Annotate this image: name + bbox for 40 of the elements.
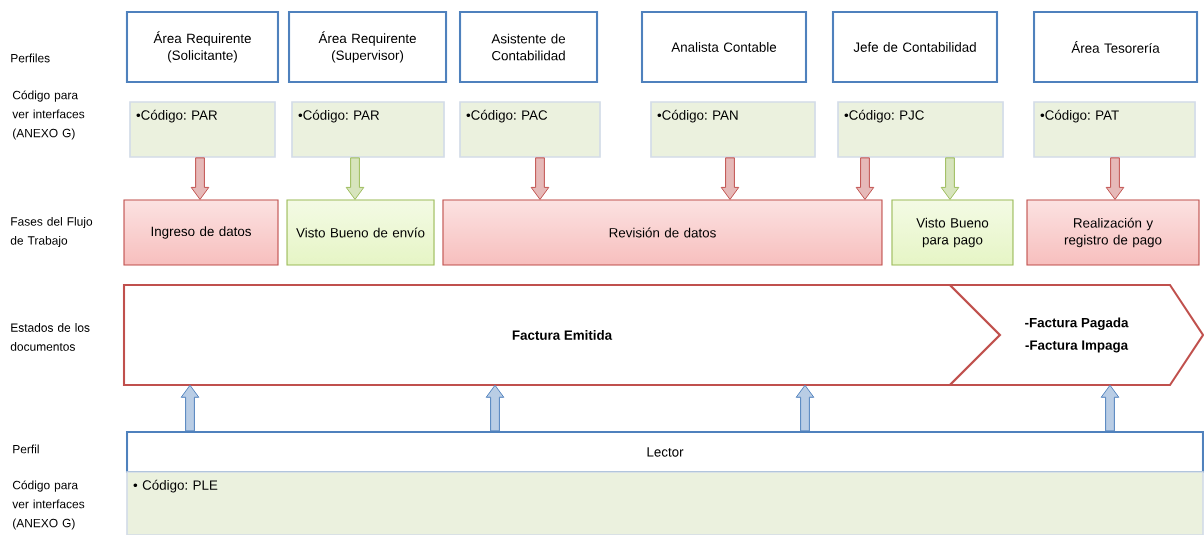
phase-box: Revisión de datos xyxy=(442,199,883,266)
code-box: • Código: PLE xyxy=(126,471,1204,535)
profile-box: Analista Contable xyxy=(640,10,808,84)
block-arrow xyxy=(1105,157,1125,200)
block-arrow xyxy=(1100,384,1120,432)
phase-box: Realización y registro de pago xyxy=(1026,199,1200,266)
code-box: •Código: PAR xyxy=(129,101,276,158)
block-arrow xyxy=(180,384,200,432)
profile-box: Área Requirente (Supervisor) xyxy=(287,10,448,84)
block-arrow xyxy=(940,157,960,200)
node-label: -Factura Impaga xyxy=(1025,340,1129,353)
code-box: •Código: PAN xyxy=(650,101,816,158)
block-arrow xyxy=(530,157,550,200)
row-label: Código para ver interfaces (ANEXO G) xyxy=(12,480,85,530)
block-arrow xyxy=(720,157,740,200)
row-label: Perfiles xyxy=(11,53,50,63)
row-label: Estados de los documentos xyxy=(10,323,90,351)
phase-box: Ingreso de datos xyxy=(123,199,279,266)
phase-box: Visto Bueno de envío xyxy=(286,199,435,266)
status-banner: Factura Emitida xyxy=(122,283,1002,387)
profile-box: Lector xyxy=(125,430,1204,474)
phase-box: Visto Bueno para pago xyxy=(891,199,1014,266)
block-arrow xyxy=(855,157,875,200)
status-chevron-banner: -Factura Pagada -Factura Impaga xyxy=(947,283,1204,387)
block-arrow xyxy=(345,157,365,200)
profile-box: Área Tesorería xyxy=(1032,10,1199,84)
code-box: •Código: PAC xyxy=(459,101,601,158)
profile-box: Jefe de Contabilidad xyxy=(831,10,999,84)
code-box: •Código: PAR xyxy=(291,101,445,158)
block-arrow xyxy=(795,384,815,432)
profile-box: Área Requirente (Solicitante) xyxy=(125,10,280,84)
code-box: •Código: PAT xyxy=(1033,101,1196,158)
code-box: •Código: PJC xyxy=(837,101,1004,158)
node-label: -Factura Pagada xyxy=(1025,317,1129,330)
profile-box: Asistente de Contabilidad xyxy=(458,10,599,84)
block-arrow xyxy=(485,384,505,432)
row-label: Fases del Flujo de Trabajo xyxy=(10,216,93,248)
row-label: Perfil xyxy=(13,444,39,454)
block-arrow xyxy=(190,157,210,200)
row-label: Código para ver interfaces (ANEXO G) xyxy=(12,90,85,140)
